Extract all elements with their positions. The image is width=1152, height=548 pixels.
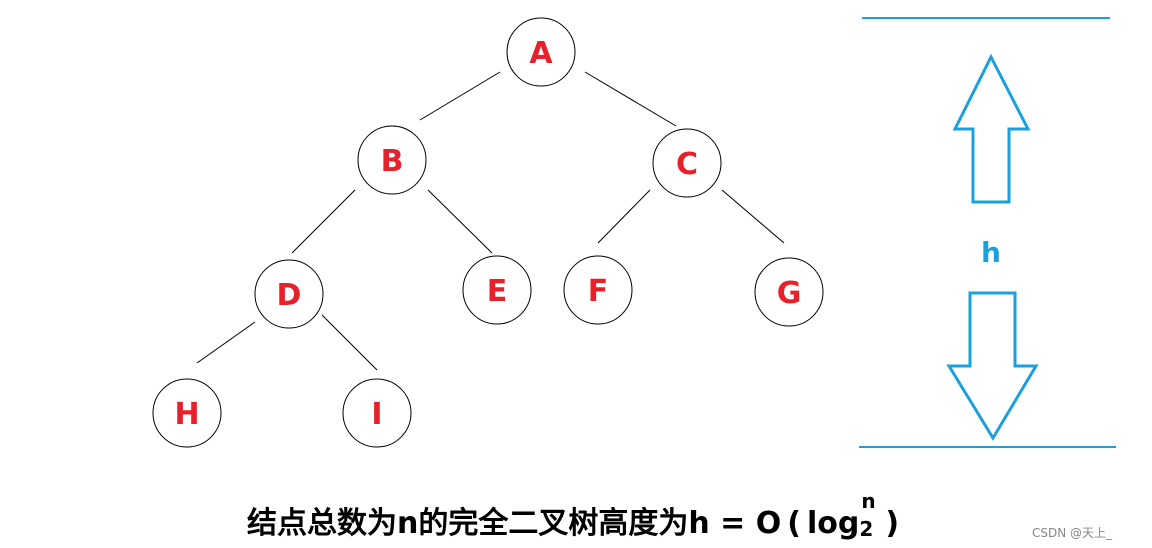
- node-label-f: F: [588, 274, 609, 309]
- edge-c-g: [721, 189, 785, 244]
- tree-node-d: D: [254, 259, 324, 329]
- node-circle: [754, 257, 824, 327]
- tree-node-b: B: [357, 125, 427, 195]
- tree-node-g: G: [754, 257, 824, 327]
- tree-node-e: E: [462, 255, 532, 325]
- tree-node-a: A: [506, 17, 576, 87]
- node-label-a: A: [529, 36, 553, 71]
- node-circle: [357, 125, 427, 195]
- watermark: CSDN @天上_: [1031, 526, 1112, 540]
- node-label-d: D: [277, 278, 302, 313]
- node-label-b: B: [381, 144, 404, 179]
- tree-node-i: I: [342, 378, 412, 448]
- edge-a-b: [419, 71, 501, 121]
- node-circle: [152, 378, 222, 448]
- edge-c-f: [597, 189, 651, 244]
- down-arrow-icon: [946, 291, 1039, 441]
- tree-edges: [196, 71, 785, 371]
- caption-subscript: 2: [859, 517, 874, 541]
- tree-node-h: H: [152, 378, 222, 448]
- height-indicator: h: [859, 17, 1116, 448]
- node-circle: [652, 128, 722, 198]
- node-label-g: G: [777, 276, 802, 311]
- node-circle: [342, 378, 412, 448]
- caption-open-paren: (: [787, 506, 801, 541]
- edge-b-e: [427, 189, 493, 254]
- caption-text: 结点总数为n的完全二叉树高度为h = O: [246, 506, 782, 541]
- node-label-h: H: [174, 397, 199, 432]
- up-arrow-icon: [952, 53, 1031, 204]
- node-label-i: I: [371, 397, 382, 432]
- node-circle: [254, 259, 324, 329]
- tree-node-c: C: [652, 128, 722, 198]
- node-circle: [506, 17, 576, 87]
- node-label-c: C: [676, 147, 698, 182]
- node-label-e: E: [487, 274, 508, 309]
- node-circle: [563, 255, 633, 325]
- caption-log: log: [806, 506, 860, 541]
- edge-a-c: [584, 71, 677, 127]
- height-label: h: [981, 236, 1001, 269]
- tree-node-f: F: [563, 255, 633, 325]
- edge-d-h: [196, 321, 256, 364]
- caption-superscript: n: [861, 489, 876, 513]
- node-circle: [462, 255, 532, 325]
- edge-d-i: [321, 314, 378, 371]
- caption-close-paren: ): [885, 506, 900, 541]
- edge-b-d: [291, 189, 356, 254]
